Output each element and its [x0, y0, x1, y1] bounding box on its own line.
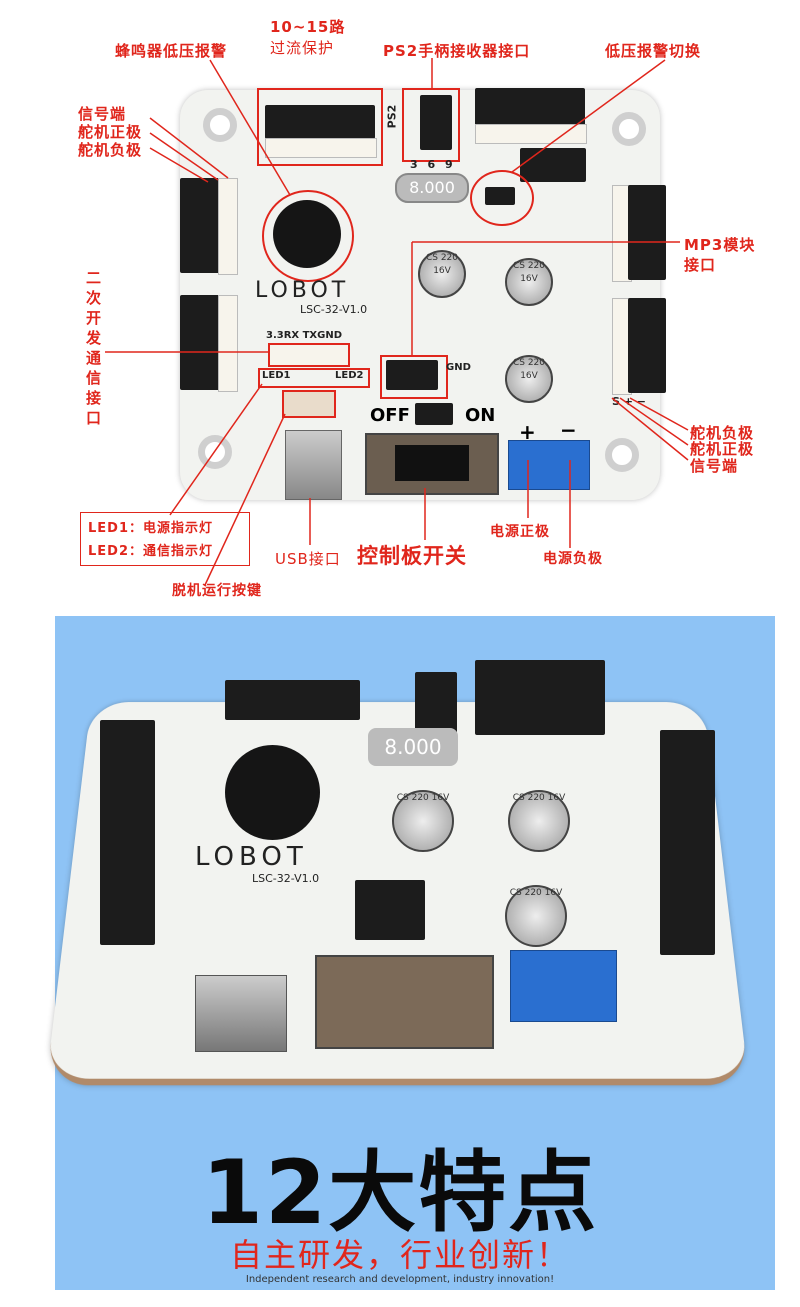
photo-right-headers — [660, 730, 715, 955]
photo-capacitor: CS 220 16V — [505, 885, 567, 947]
servo-connector-16-21 — [475, 124, 587, 144]
servo-header-16-21 — [475, 88, 585, 126]
callout-left-signal: 信号端 — [78, 105, 127, 123]
capacitor: CS 220 16V — [418, 250, 466, 298]
servo-header-0-5 — [265, 105, 375, 139]
mp3-socket — [520, 148, 586, 182]
banner-english: Independent research and development, in… — [245, 1274, 555, 1285]
photo-logo: LOBOT — [195, 842, 308, 872]
uart-connector — [268, 343, 350, 367]
servo-header-5-9 — [180, 178, 220, 273]
callout-mp3-1: MP3模块 — [684, 236, 756, 254]
callout-right-signal: 信号端 — [690, 457, 739, 475]
callout-board-switch: 控制板开关 — [357, 544, 467, 568]
off-label: OFF — [370, 405, 410, 426]
mp3-header-box — [380, 355, 448, 399]
lobot-logo: LOBOT — [255, 278, 350, 303]
ps2-header-box — [402, 88, 460, 162]
photo-buzzer — [225, 745, 320, 840]
banner-subtitle: 自主研发，行业创新！ — [229, 1236, 570, 1274]
usb-port — [285, 430, 342, 500]
photo-crystal: 8.000 — [368, 728, 458, 766]
photo-mp3-header — [355, 880, 425, 940]
callout-left-servo-pos: 舵机正极 — [78, 123, 143, 141]
callout-overcurrent-2: 过流保护 — [270, 39, 335, 57]
servo-connector-5-9 — [218, 178, 238, 275]
photo-slide-switch — [315, 955, 494, 1049]
callout-led2: LED2：通信指示灯 — [88, 544, 214, 559]
photo-header-16-21 — [475, 660, 605, 735]
photo-capacitor: CS 220 16V — [508, 790, 570, 852]
callout-mp3-2: 接口 — [684, 256, 717, 274]
power-slide-switch[interactable] — [365, 433, 499, 495]
photo-terminal — [510, 950, 617, 1022]
led1-silk: LED1 — [262, 370, 291, 381]
servo-connector-0-5 — [265, 138, 377, 158]
photo-left-headers — [100, 720, 155, 945]
low-voltage-jumper — [470, 170, 534, 226]
photo-usb-port — [195, 975, 287, 1052]
led-box — [258, 368, 370, 388]
servo-connector-0-4 — [218, 295, 238, 392]
power-jumper — [415, 403, 453, 425]
mount-hole — [203, 108, 237, 142]
servo-header-27-31 — [628, 298, 666, 393]
photo-capacitor: CS 220 16V — [392, 790, 454, 852]
crystal: 8.000 — [395, 173, 469, 203]
callout-right-servo-neg: 舵机负极 — [690, 424, 755, 442]
photo-model: LSC-32-V1.0 — [252, 872, 320, 885]
callout-low-voltage-switch: 低压报警切换 — [605, 42, 702, 60]
callout-power-neg: 电源负极 — [543, 551, 603, 567]
buzzer — [273, 200, 341, 268]
callout-lines — [105, 58, 689, 586]
servo-header-22-26 — [628, 185, 666, 280]
capacitor: CS 220 16V — [505, 258, 553, 306]
led2-silk: LED2 — [335, 370, 364, 381]
power-minus-silk: − — [560, 418, 577, 442]
callout-buzzer: 蜂鸣器低压报警 — [115, 42, 228, 60]
callout-dev-comm: 二次开发通信接口 — [86, 269, 103, 427]
photo-ps2-header — [415, 672, 457, 734]
power-plus-silk: + — [519, 420, 536, 444]
power-terminal — [508, 440, 590, 490]
banner-title: 12大特点 — [201, 1141, 599, 1244]
mount-hole — [605, 438, 639, 472]
callout-right-servo-pos: 舵机正极 — [690, 440, 755, 458]
led-legend-box — [80, 512, 250, 566]
offline-run-button[interactable] — [282, 390, 336, 418]
photo-header-0-5 — [225, 680, 360, 720]
callout-left-servo-neg: 舵机负极 — [78, 141, 143, 159]
callout-usb: USB接口 — [275, 550, 341, 568]
overcurrent-header-box — [257, 88, 383, 166]
callout-ps2: PS2手柄接收器接口 — [383, 42, 531, 60]
jumper — [485, 187, 515, 205]
gnd-silk: GND — [446, 362, 471, 373]
ps2-pin-labels: 3 6 9 — [410, 158, 453, 171]
callout-offline-button: 脱机运行按键 — [172, 583, 262, 599]
mp3-header — [386, 360, 438, 390]
ps2-header — [420, 95, 452, 150]
callout-power-pos: 电源正极 — [490, 524, 550, 540]
callout-overcurrent-1: 10~15路 — [270, 18, 346, 36]
uart-silk: 3.3RX TXGND — [266, 330, 343, 341]
model-silk: LSC-32-V1.0 — [300, 303, 368, 316]
mount-hole — [612, 112, 646, 146]
servo-header-0-4 — [180, 295, 220, 390]
capacitor: CS 220 16V — [505, 355, 553, 403]
buzzer-circle — [262, 190, 354, 282]
callout-led1: LED1：电源指示灯 — [88, 521, 214, 536]
on-label: ON — [465, 405, 496, 426]
